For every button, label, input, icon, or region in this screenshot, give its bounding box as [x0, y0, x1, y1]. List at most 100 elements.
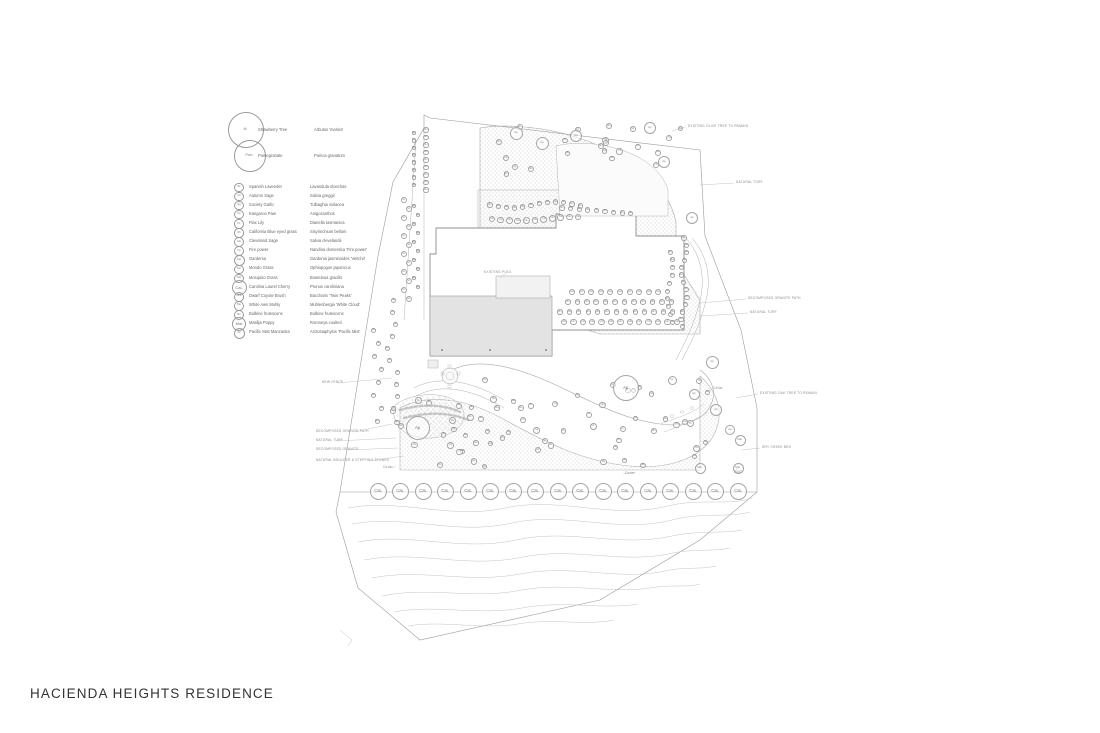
plan-symbol-code: Cle [550, 216, 555, 219]
plan-symbol-sl: SL [405, 223, 413, 231]
plan-symbol-code: Mo [412, 203, 416, 207]
plan-symbol-code: Au [549, 443, 553, 447]
plan-symbol-mu: Mu [602, 299, 609, 305]
plan-symbol-sl: SL [405, 259, 413, 267]
plan-symbol-fl: FL [560, 428, 567, 435]
plan-symbol-mu: Mu [631, 299, 637, 305]
plan-symbol-cal: CaL [594, 482, 612, 500]
plan-symbol-ap: Ap [688, 388, 700, 400]
plan-symbol-mu: Mu [640, 299, 646, 305]
annotation-a7: DECOMPOSED GRANITE PATH [316, 429, 369, 433]
annotation-a4: NATURAL TURF [750, 310, 777, 314]
plan-symbol-code: Cle [490, 216, 494, 220]
plan-symbol-code: Ap [692, 391, 696, 396]
plan-symbol-code: FL [611, 383, 614, 386]
tree-common-name-0: Strawberry Tree [258, 127, 288, 132]
legend-symbol-code: Cle [236, 239, 242, 243]
plan-symbol-mq: Mq [667, 280, 673, 286]
annotation-a6: DRY CREEK BED [762, 445, 792, 449]
plan-symbol-mo: Mo [423, 172, 429, 178]
plan-symbol-code: Mo [614, 309, 619, 313]
tree-botanical-name-0: Arbutus 'marina' [314, 127, 344, 132]
plan-symbol-code: Sg [553, 402, 557, 405]
plan-symbol-code: Mo [441, 432, 446, 436]
plan-symbol-sl: SL [405, 295, 413, 303]
plan-symbol-code: Mo [478, 416, 483, 420]
plan-symbol-code: Ap [623, 384, 629, 390]
plan-symbol-code: Mat [737, 437, 743, 442]
plan-symbol-cal: CaL [504, 482, 522, 500]
plan-symbol-cal: CaL [639, 482, 657, 500]
plan-symbol-cb: Cb [633, 415, 639, 422]
plan-symbol-code: SL [402, 233, 406, 237]
plan-symbol-mo: Mo [411, 221, 417, 227]
plan-symbol-cb: Cb [534, 446, 541, 453]
plan-symbol-ap: Ap [686, 212, 698, 224]
plan-symbol-code: Mu [669, 299, 674, 303]
plan-symbol-code: Mat [697, 465, 703, 470]
lower-planting-bed [399, 363, 720, 471]
plan-symbol-code: Mo [661, 309, 666, 313]
plan-symbol-mo: Mo [375, 379, 381, 385]
plan-symbol-mq: Mq [665, 288, 671, 294]
legend-common-name: Autumn Sage [249, 192, 274, 198]
plan-symbol-mo: Mo [384, 345, 390, 351]
legend-botanical-name: Anigozanthos [310, 210, 335, 216]
plan-symbol-mu: Mu [597, 142, 605, 150]
plan-symbol-code: Mo [680, 324, 685, 328]
plan-symbol-sg: Sg [446, 441, 454, 449]
plan-symbol-code: Kp [667, 135, 671, 139]
plan-symbol-sl: SL [405, 277, 413, 285]
plan-symbol-mo: Mo [593, 208, 600, 214]
plan-symbol-sl: SL [400, 286, 408, 294]
plan-symbol-code: FL [562, 429, 565, 433]
plan-symbol-mo: Mo [411, 160, 417, 165]
plan-symbol-code: Bu [601, 459, 605, 463]
plan-symbol-mo: Mo [411, 203, 417, 209]
annotation-a16: MAT [735, 470, 743, 474]
plan-symbol-code: SL [402, 215, 406, 219]
plan-symbol-mo: Mo [541, 437, 549, 445]
annotation-a1: EXISTING OLIVE TREE TO REMAIN [688, 124, 749, 128]
plan-symbol-code: Mo [412, 239, 416, 243]
plan-symbol-code: CaL [576, 487, 585, 493]
plan-symbol-kp: Kp [601, 148, 608, 154]
plan-symbol-code: Mo [603, 209, 607, 213]
property-boundary [335, 114, 758, 641]
annotation-a10: NATURAL BOULDER & STEPPING STONES [316, 458, 390, 462]
plan-symbol-gar: Gar [616, 288, 624, 296]
plan-symbol-cle: Cle [607, 318, 615, 326]
plan-symbol-code: Mo [412, 138, 416, 142]
plan-symbol-code: Cle [609, 319, 613, 323]
plan-symbol-mq: Mq [599, 402, 606, 409]
plan-symbol-code: Mo [586, 207, 590, 211]
plan-symbol-code: Ap [648, 125, 652, 130]
plan-symbol-code: Mo [568, 206, 573, 210]
plan-symbol-code: Mo [424, 187, 428, 191]
patio-paving [429, 295, 553, 357]
annotation-a15: Cedar [713, 386, 723, 390]
plan-symbol-code: Cle [541, 217, 546, 220]
plan-symbol-mo: Mo [511, 205, 518, 211]
plan-symbol-mu: Mu [705, 389, 711, 395]
plan-symbol-mo: Mo [415, 266, 421, 272]
plan-symbol-mo: Mo [503, 205, 510, 211]
plan-symbol-gar: Gar [645, 288, 652, 296]
plan-symbol-code: Kp [636, 144, 640, 148]
plan-symbol-code: CaL [509, 487, 517, 493]
plan-symbol-code: Mq [457, 403, 461, 407]
plan-symbol-mq: Mq [673, 421, 680, 428]
plan-symbol-mo: Mo [423, 157, 429, 163]
plan-symbol-mo: Mo [487, 202, 493, 208]
plan-symbol-code: Mq [670, 257, 674, 261]
plan-symbol-mo: Mo [619, 210, 625, 216]
legend-botanical-name: Salvia greggii [310, 192, 335, 198]
plan-symbol-code: Mo [412, 145, 416, 149]
legend-symbol-fl: FL [234, 219, 244, 229]
plan-symbol-code: Mo [375, 418, 379, 422]
plan-symbol-cle: Cle [560, 318, 568, 326]
plan-symbol-mo: Mo [376, 340, 382, 346]
sheet-title: HACIENDA HEIGHTS RESIDENCE [30, 686, 274, 701]
plan-symbol-bu: Bu [599, 458, 607, 466]
